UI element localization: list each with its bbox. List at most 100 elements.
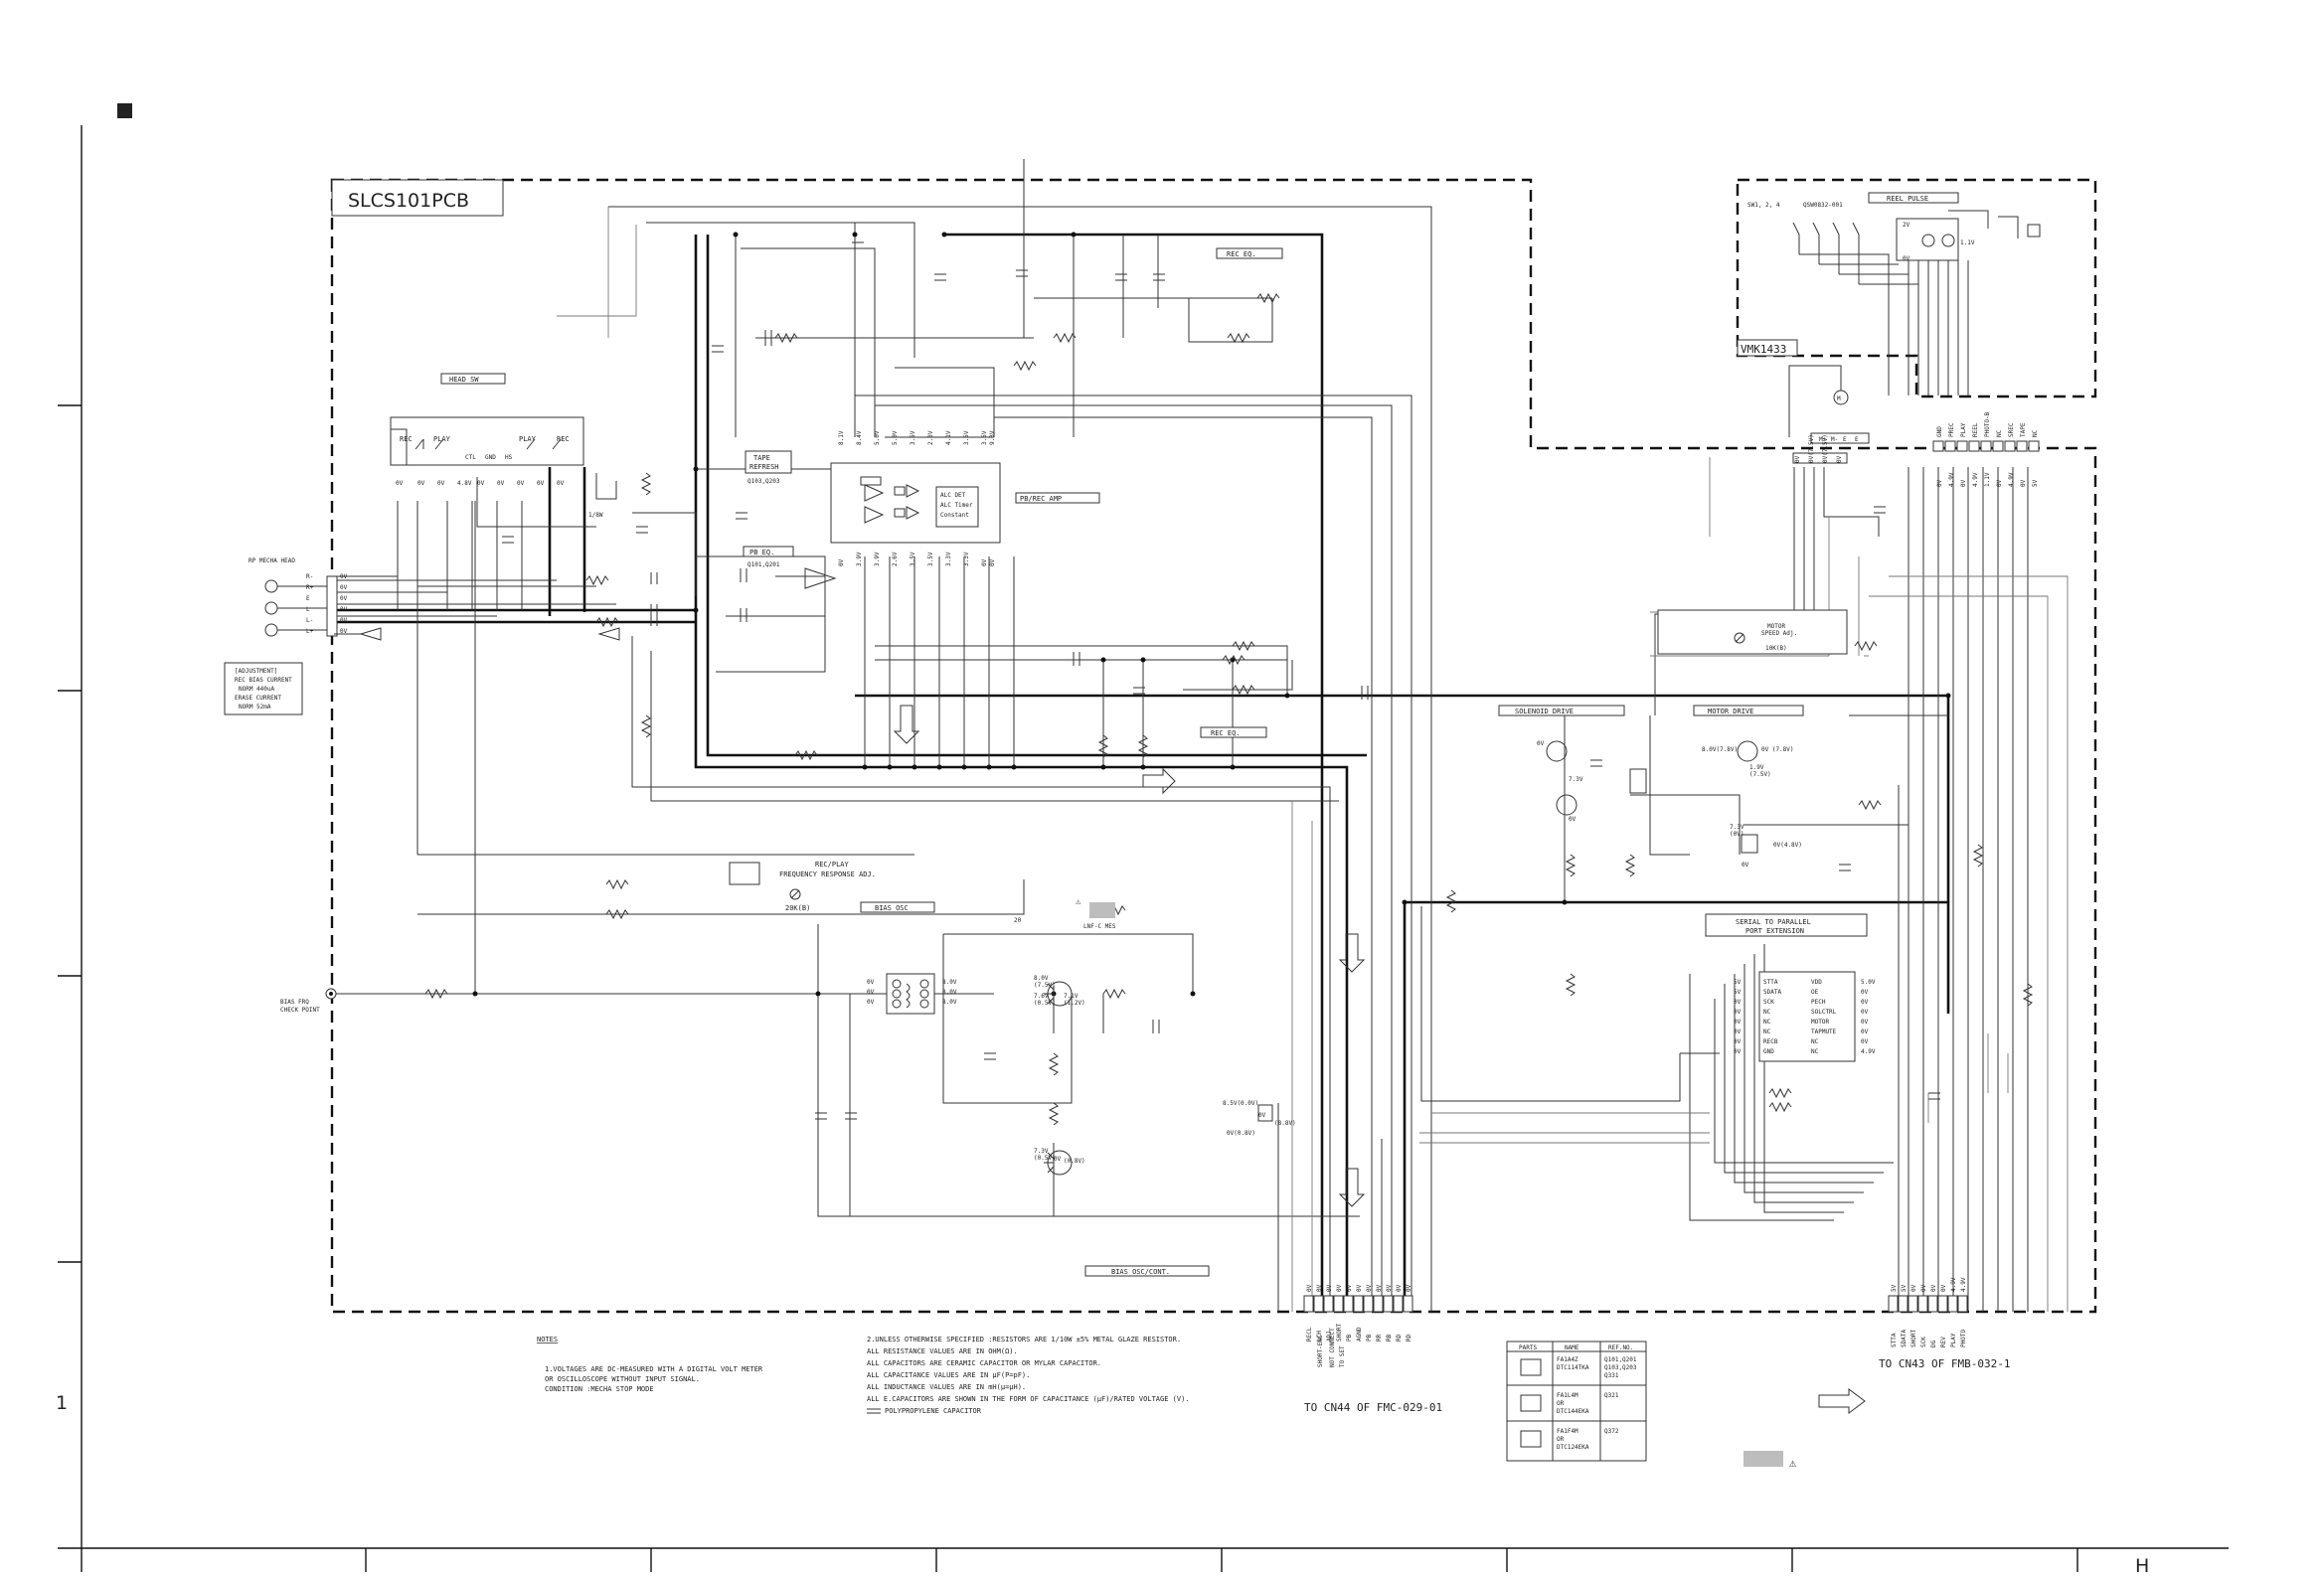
pin-box [1323,1295,1334,1313]
rec-eq-top-box [1216,247,1283,259]
pin-box [1363,1295,1374,1313]
tr-ctrl-v3: 0V [1054,1156,1062,1163]
bias-pin-l2: 0V [867,989,875,996]
right-volt: 1.1V [1984,472,1991,487]
note1-line3: CONDITION :MECHA STOP MODE [545,1385,654,1393]
cn44-note-1: SHORT-ENC [1317,1335,1324,1367]
pcb-outline [330,178,2097,1314]
pin-box [2004,440,2016,452]
rec-eq-bottom-box [1200,726,1267,738]
mot-v4: (7.5V) [1749,771,1771,778]
expander-pin-left: SCK [1763,999,1774,1006]
adjust-title: [ADJUSTMENT] [235,668,277,675]
parts-name: DTC114TKA [1557,1364,1589,1371]
head-pin-5: L- [306,617,313,624]
expander-volt-left: 0V [1734,999,1742,1006]
parts-name: DTC144EKA [1557,1408,1589,1415]
page-frame [58,103,2229,1572]
head-pin-2: R+ [306,584,314,591]
cn43-volt: 0V [1930,1284,1937,1292]
right-pin: GND [1936,426,1943,437]
note1-line1: 1.VOLTAGES ARE DC-MEASURED WITH A DIGITA… [545,1365,763,1373]
expander-pin-left: RECB [1763,1038,1778,1045]
motor-pins: M+0VM-0V(7.5V)E0V(7.5V)E0V [1794,434,1859,463]
head-sw-res: 1/8W [588,512,603,519]
expander-volt-right: 0V [1861,1009,1869,1016]
cn44-destination: TO CN44 OF FMC-029-01 [1304,1401,1442,1414]
amp-bot-7: 3.3V [945,552,952,566]
pin-box [1917,1295,1928,1313]
resistors [424,292,2034,1126]
expander-pin-right: PECH [1811,999,1826,1006]
note2-line6: ALL E.CAPACITORS ARE SHOWN IN THE FORM O… [867,1395,1190,1403]
motor-speed-val: 10K(B) [1765,645,1787,652]
expander-volt-right: 0V [1861,1019,1869,1026]
right-pin: PHOTO-B [1984,411,1991,437]
sw-label: SW1, 2, 4 [1747,202,1780,209]
head-pin-4: L [306,606,310,613]
amp-top-10: 9.3V [989,430,996,445]
right-volt: 0V [1936,479,1943,487]
right-pin: PLAY [1960,422,1967,437]
expander-volt-left: 5V [1734,979,1742,986]
serial-parallel: SERIAL TO PARALLEL PORT EXTENSION [1705,913,1868,1062]
expander-pin-left: STTA [1763,979,1778,986]
note2-line7: POLYPROPYLENE CAPACITOR [885,1407,982,1415]
motor-pin: E [1855,436,1859,443]
bias-pin-l3: 0V [867,999,875,1006]
row-label: 1 [56,1392,68,1414]
mot-v2: 0V (7.8V) [1761,746,1794,753]
cn44-volt: 0V [1306,1284,1313,1292]
head-sw-pin-ctl: CTL [465,454,476,461]
parts-ref: Q103,Q203 [1604,1364,1637,1371]
head-switch: HEAD SW REC PLAY PLAY REC CTL GND HS 0V … [390,373,603,519]
pin-box [2028,440,2040,452]
cn44-volt: 0V [1406,1284,1412,1292]
freq-adj: REC/PLAY FREQUENCY RESPONSE ADJ. 20K(B) [729,861,876,912]
parts-name: DTC124EKA [1557,1444,1589,1451]
note2-line4: ALL CAPACITANCE VALUES ARE IN μF(P=pF). [867,1371,1030,1379]
sol-v2: 7.3V [1569,776,1583,783]
pin-box [1333,1295,1344,1313]
right-pin: REEL [1972,422,1979,437]
head-sw-v1: 0V [396,480,404,487]
right-volt: 4.9V [2008,472,2015,487]
cn44-pin: LCH [1316,1331,1323,1342]
amp-bot-9: 0V [981,558,988,566]
inductor-value: 20 [1014,917,1022,924]
freq-adj-1: REC/PLAY [815,861,850,869]
pin-box [1937,1295,1948,1313]
pb-eq-title: PB EQ. [749,549,774,556]
head-sw-pin-rec: REC [400,435,413,443]
tape-refresh-ref: Q103,Q203 [747,478,780,485]
cn43-volt: 0V [1910,1284,1917,1292]
head-sw-title: HEAD SW [449,376,479,384]
head-v-1: 0V [340,573,348,580]
expander-volt-left: 0V [1734,1038,1742,1045]
amp-top-9: 3.5V [981,430,988,445]
adjust-norm-440: NORM 440uA [239,686,275,693]
amp-bot-2: 3.9V [856,552,863,566]
right-pin: SREC [2008,422,2015,437]
bias-pin-r3: 8.0V [942,999,957,1006]
expander-volt-right: 0V [1861,999,1869,1006]
cn43-volt: 5V [1891,1284,1898,1292]
pcb-title: SLCS101PCB [348,190,469,212]
mot-v7: 0V(4.8V) [1773,842,1802,849]
head-sw-pin-play2: PLAY [519,435,537,443]
parts-col-parts: PARTS [1519,1344,1537,1351]
cn43-connector-pins: STTA5VSDATA5VSHORT0VSCK0VDG0VREV0VPLAY4.… [1888,1277,1968,1347]
parts-ref: Q331 [1604,1372,1619,1379]
right-volt: 0V [1960,479,1967,487]
sp-title-2: PORT EXTENSION [1745,927,1804,935]
bias-osc-cont-title: BIAS OSC/CONT. [1111,1268,1170,1276]
motor-pin: E [1843,436,1847,443]
cn44-volt: 0V [1356,1284,1363,1292]
expander-pin-right: VDD [1811,979,1822,986]
notes-title: NOTES [537,1336,558,1344]
pin-box [1313,1295,1324,1313]
cn44-pin: AGND [1356,1327,1363,1342]
solenoid-title: SOLENOID DRIVE [1515,708,1574,715]
amp-inner-2: ALC Timer [940,502,973,509]
sp-title-1: SERIAL TO PARALLEL [1736,918,1811,926]
